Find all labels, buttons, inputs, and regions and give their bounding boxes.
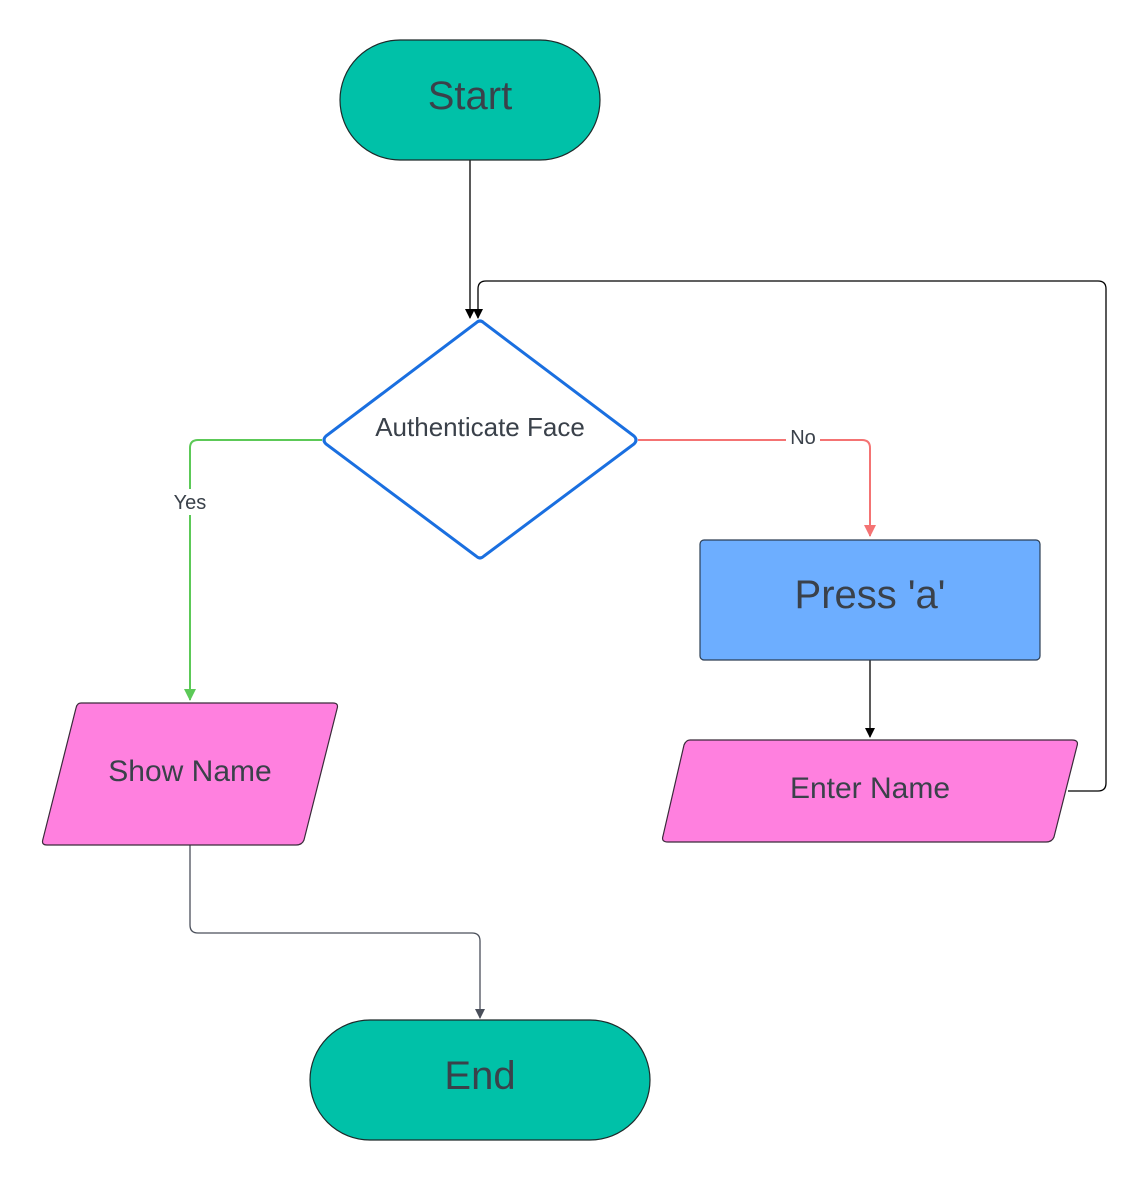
enter-name-node: Enter Name [661,739,1079,843]
press-label: Press 'a' [795,573,946,617]
edge-show-to-end [189,845,485,1019]
edge-label-bg [786,425,820,451]
decision-node: Authenticate Face [322,319,638,560]
edge-decision-yes: Yes [168,439,322,701]
edge-decision-no: No [638,425,876,537]
edge-label-bg [168,489,212,515]
end-node: End [309,1019,651,1141]
press-node: Press 'a' [699,539,1041,661]
edge-label-no: No [790,427,816,449]
edge-enter-loop [473,280,1107,792]
enter-name-label: Enter Name [790,772,950,805]
edge-label-yes: Yes [174,492,207,514]
start-label: Start [428,74,512,118]
show-name-node: Show Name [41,702,339,846]
decision-label: Authenticate Face [375,412,585,442]
start-node: Start [339,39,601,161]
end-label: End [444,1054,515,1098]
show-name-label: Show Name [108,755,271,788]
